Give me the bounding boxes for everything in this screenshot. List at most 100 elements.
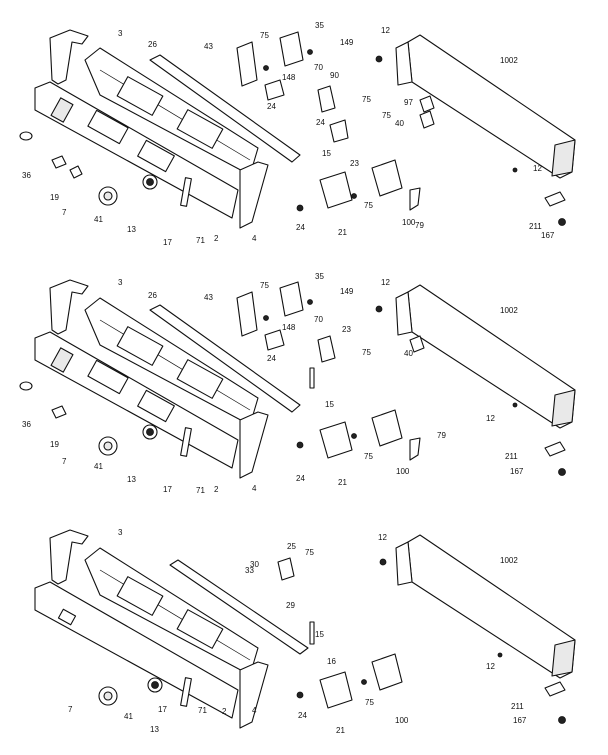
part-number-label: 24 <box>267 354 276 363</box>
part-number-label: 41 <box>124 712 133 721</box>
part-number-label: 21 <box>336 726 345 735</box>
part-number-label: 4 <box>252 706 257 715</box>
part-number-label: 2 <box>214 234 219 243</box>
part-number-label: 12 <box>486 414 495 423</box>
part-number-label: 148 <box>282 73 296 82</box>
part-number-label: 26 <box>148 40 157 49</box>
part-number-label: 29 <box>286 601 295 610</box>
part-number-label: 4 <box>252 484 257 493</box>
panel-middle <box>19 279 576 479</box>
part-number-label: 75 <box>365 698 374 707</box>
part-number-label: 7 <box>62 208 67 217</box>
part-number-label: 40 <box>404 349 413 358</box>
part-number-label: 70 <box>314 63 323 72</box>
part-number-label: 75 <box>260 31 269 40</box>
part-number-label: 23 <box>350 159 359 168</box>
part-number-label: 4 <box>252 234 257 243</box>
part-number-label: 24 <box>298 711 307 720</box>
part-number-label: 26 <box>148 291 157 300</box>
part-number-label: 100 <box>396 467 410 476</box>
part-number-label: 21 <box>338 228 347 237</box>
part-number-label: 71 <box>196 486 205 495</box>
part-number-label: 19 <box>50 193 59 202</box>
part-number-label: 97 <box>404 98 413 107</box>
part-number-label: 33 <box>245 566 254 575</box>
part-number-label: 41 <box>94 462 103 471</box>
part-number-label: 35 <box>315 21 324 30</box>
circuit-board <box>319 171 353 209</box>
part-number-label: 1002 <box>500 56 518 65</box>
part-number-label: 12 <box>378 533 387 542</box>
part-number-label: 35 <box>315 272 324 281</box>
part-number-label: 167 <box>510 467 524 476</box>
part-number-label: 2 <box>222 707 227 716</box>
part-number-label: 1002 <box>500 556 518 565</box>
part-number-label: 75 <box>362 95 371 104</box>
switch-block <box>279 31 304 67</box>
part-number-label: 36 <box>22 171 31 180</box>
part-number-label: 75 <box>260 281 269 290</box>
part-number-label: 23 <box>342 325 351 334</box>
part-number-label: 12 <box>533 164 542 173</box>
part-number-label: 167 <box>513 716 527 725</box>
part-number-label: 41 <box>94 215 103 224</box>
part-number-label: 15 <box>315 630 324 639</box>
part-number-label: 75 <box>364 201 373 210</box>
part-number-label: 2 <box>214 485 219 494</box>
part-number-label: 19 <box>50 440 59 449</box>
part-number-label: 16 <box>327 657 336 666</box>
part-number-label: 71 <box>196 236 205 245</box>
part-number-label: 17 <box>158 705 167 714</box>
part-number-label: 79 <box>415 221 424 230</box>
part-number-label: 13 <box>127 225 136 234</box>
part-number-label: 90 <box>330 71 339 80</box>
part-number-label: 70 <box>314 315 323 324</box>
part-number-label: 7 <box>68 705 73 714</box>
part-number-label: 43 <box>204 42 213 51</box>
part-number-label: 15 <box>322 149 331 158</box>
part-number-label: 3 <box>118 528 123 537</box>
timer <box>371 159 403 197</box>
part-number-label: 71 <box>198 706 207 715</box>
part-number-label: 24 <box>296 223 305 232</box>
part-number-label: 3 <box>118 278 123 287</box>
part-number-label: 40 <box>395 119 404 128</box>
part-number-label: 17 <box>163 238 172 247</box>
part-number-label: 75 <box>382 111 391 120</box>
part-number-label: 100 <box>395 716 409 725</box>
part-number-label: 1002 <box>500 306 518 315</box>
part-number-label: 149 <box>340 38 354 47</box>
part-number-label: 17 <box>163 485 172 494</box>
panel-top <box>19 29 576 229</box>
part-number-label: 24 <box>316 118 325 127</box>
part-number-label: 7 <box>62 457 67 466</box>
part-number-label: 75 <box>362 348 371 357</box>
part-number-label: 24 <box>296 474 305 483</box>
part-number-label: 211 <box>511 702 524 711</box>
bracket <box>236 41 258 87</box>
part-number-label: 79 <box>437 431 446 440</box>
part-number-label: 148 <box>282 323 296 332</box>
part-number-label: 24 <box>267 102 276 111</box>
end-cap <box>49 29 89 85</box>
part-number-label: 43 <box>204 293 213 302</box>
part-number-label: 3 <box>118 29 123 38</box>
trim-strip <box>149 54 301 163</box>
part-number-label: 75 <box>364 452 373 461</box>
part-number-label: 167 <box>541 231 555 240</box>
part-number-label: 21 <box>338 478 347 487</box>
part-number-label: 100 <box>402 218 416 227</box>
part-number-label: 149 <box>340 287 354 296</box>
part-number-label: 211 <box>529 222 542 231</box>
part-number-label: 25 <box>287 542 296 551</box>
part-number-label: 12 <box>381 26 390 35</box>
part-number-label: 75 <box>305 548 314 557</box>
part-number-label: 30 <box>250 560 259 569</box>
part-number-label: 36 <box>22 420 31 429</box>
side-trim <box>239 161 269 229</box>
part-number-label: 13 <box>127 475 136 484</box>
part-number-label: 12 <box>486 662 495 671</box>
panel-bottom <box>34 529 576 729</box>
